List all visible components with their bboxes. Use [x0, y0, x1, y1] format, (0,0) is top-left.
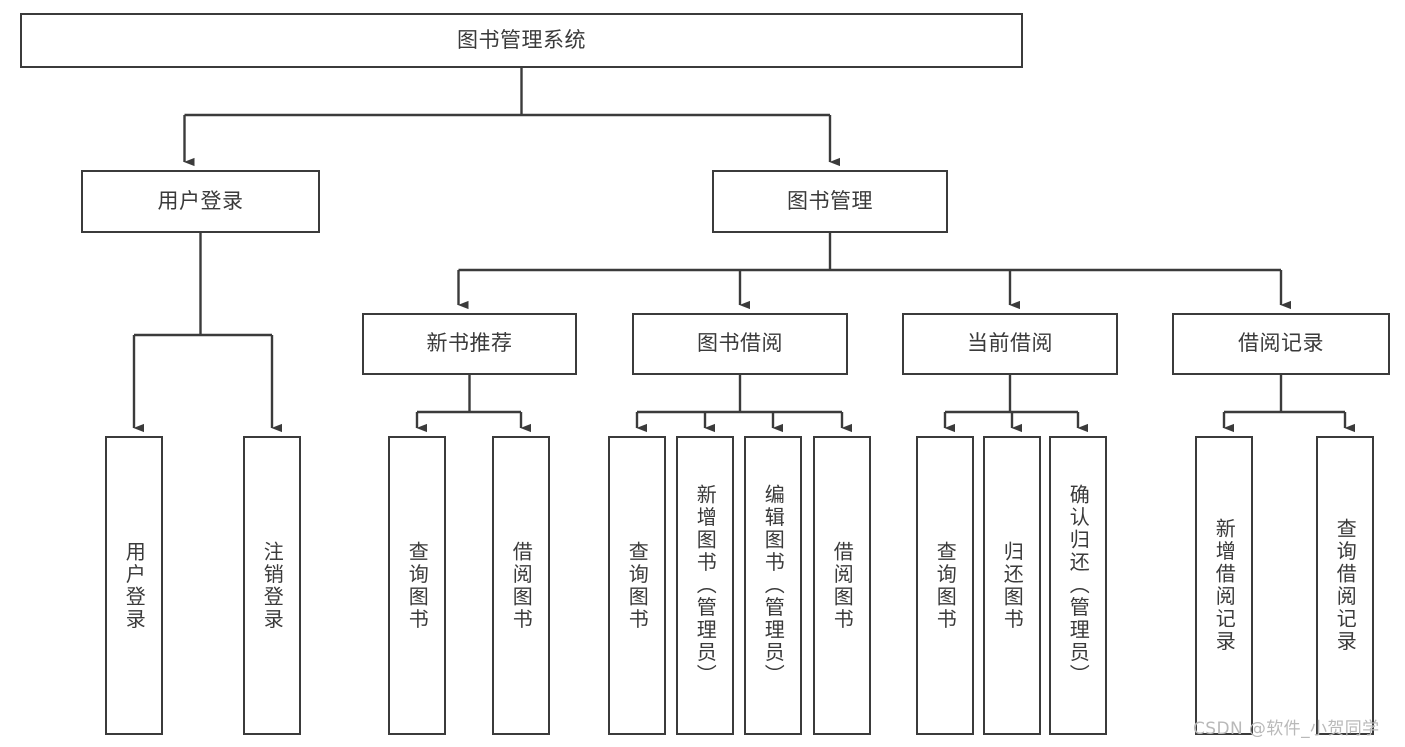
node-label: 图书管理 [787, 188, 873, 213]
node-label: 借阅记录 [1238, 331, 1324, 356]
node-label: 用户登录 [157, 188, 244, 213]
node-label: 归还图书 [1000, 540, 1025, 631]
node-current-borrow[interactable]: 当前借阅 [902, 313, 1118, 375]
node-label: 新增图书（管理员） [693, 484, 718, 687]
node-label: 查询图书 [625, 540, 650, 631]
leaf-user-login[interactable]: 用户登录 [105, 436, 163, 735]
node-label: 查询图书 [405, 540, 430, 631]
node-label: 图书管理系统 [457, 27, 586, 52]
node-root-book-management-system[interactable]: 图书管理系统 [20, 13, 1023, 68]
leaf-borrow-borrow-book[interactable]: 借阅图书 [813, 436, 871, 735]
node-book-management[interactable]: 图书管理 [712, 170, 948, 233]
node-label: 借阅图书 [830, 540, 855, 631]
leaf-borrow-edit-book-admin[interactable]: 编辑图书（管理员） [744, 436, 802, 735]
node-label: 新书推荐 [426, 331, 513, 356]
leaf-new-book-query[interactable]: 查询图书 [388, 436, 446, 735]
leaf-borrow-add-book-admin[interactable]: 新增图书（管理员） [676, 436, 734, 735]
node-label: 借阅图书 [509, 540, 534, 631]
node-label: 用户登录 [122, 540, 147, 631]
node-label: 当前借阅 [967, 331, 1053, 356]
node-label: 新增借阅记录 [1212, 518, 1237, 653]
leaf-new-book-borrow[interactable]: 借阅图书 [492, 436, 550, 735]
node-new-book-recommend[interactable]: 新书推荐 [362, 313, 577, 375]
leaf-borrow-query-book[interactable]: 查询图书 [608, 436, 666, 735]
leaf-user-logout[interactable]: 注销登录 [243, 436, 301, 735]
leaf-current-query-book[interactable]: 查询图书 [916, 436, 974, 735]
leaf-record-query[interactable]: 查询借阅记录 [1316, 436, 1374, 735]
node-label: 确认归还（管理员） [1066, 484, 1091, 687]
node-label: 编辑图书（管理员） [761, 484, 786, 687]
node-label: 注销登录 [260, 540, 285, 631]
csdn-watermark: CSDN @软件_小贺同学 [1193, 719, 1380, 739]
node-user-login[interactable]: 用户登录 [81, 170, 320, 233]
node-label: 查询借阅记录 [1333, 518, 1358, 653]
node-borrow-record[interactable]: 借阅记录 [1172, 313, 1390, 375]
leaf-current-return-book[interactable]: 归还图书 [983, 436, 1041, 735]
node-label: 查询图书 [933, 540, 958, 631]
node-book-borrow[interactable]: 图书借阅 [632, 313, 848, 375]
leaf-current-confirm-return-admin[interactable]: 确认归还（管理员） [1049, 436, 1107, 735]
node-label: 图书借阅 [697, 331, 783, 356]
leaf-record-add[interactable]: 新增借阅记录 [1195, 436, 1253, 735]
